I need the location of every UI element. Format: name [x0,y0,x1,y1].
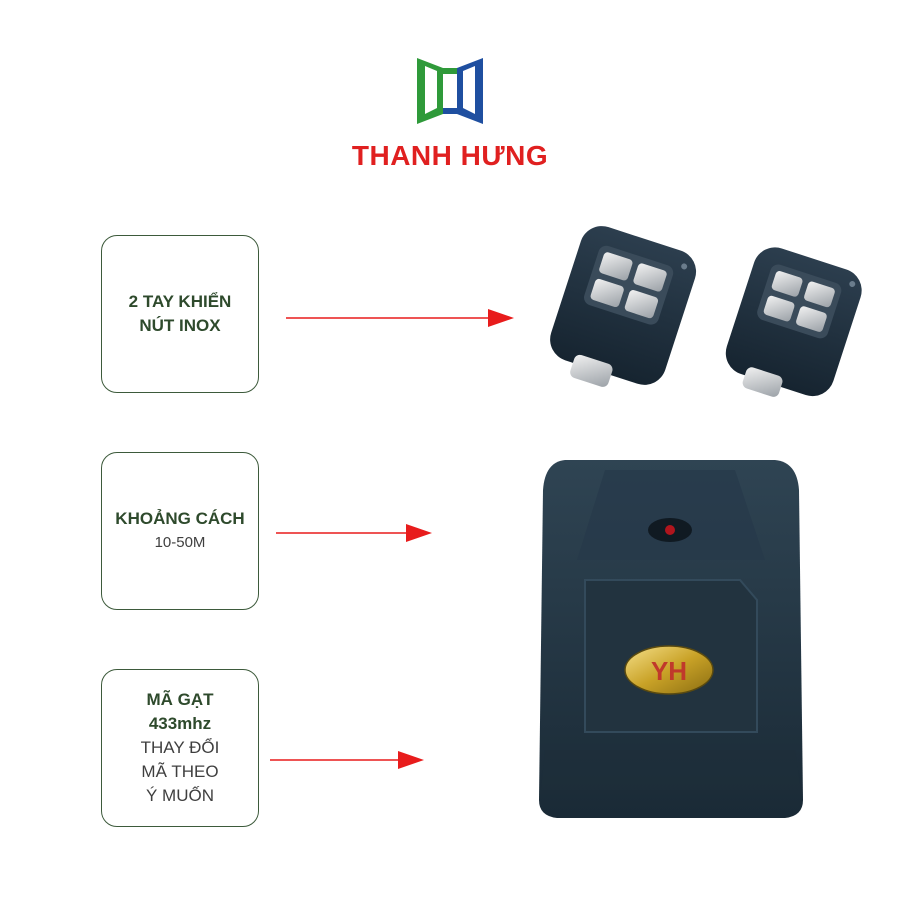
feature-title: KHOẢNG CÁCH [115,509,245,528]
feature-detail: 10-50M [154,534,206,551]
feature-detail: Ý MUỐN [146,786,214,805]
door-logo-icon [417,58,483,124]
feature-line: NÚT INOX [139,316,221,335]
remote-controls-image [550,226,862,397]
receiver-image: YH [539,460,803,818]
feature-card-distance: KHOẢNG CÁCH 10-50M [101,452,259,610]
feature-detail: MÃ THEO [141,762,219,781]
arrow-right-icon [286,309,514,327]
arrow-right-icon [276,524,432,542]
feature-detail: THAY ĐỔI [140,738,220,757]
feature-card-code: MÃ GẠT 433mhz THAY ĐỔI MÃ THEO Ý MUỐN [101,669,259,827]
feature-title: MÃ GẠT [146,690,214,709]
feature-title: 433mhz [148,714,212,733]
feature-card-remotes: 2 TAY KHIỂN NÚT INOX [101,235,259,393]
remote-icon [725,247,862,397]
feature-line: 2 TAY KHIỂN [128,292,232,311]
brand-name: THANH HƯNG [351,140,549,171]
receiver-badge: YH [651,656,687,686]
arrow-right-icon [270,751,424,769]
remote-icon [550,226,697,387]
